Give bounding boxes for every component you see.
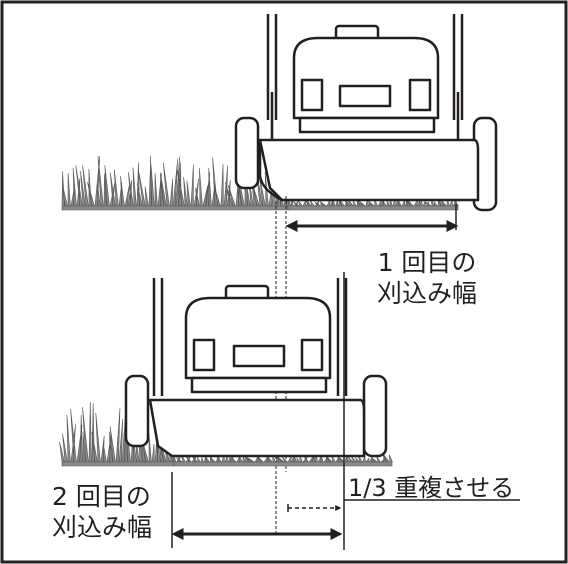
mower-top bbox=[234, 14, 498, 212]
mower-bottom bbox=[124, 278, 388, 458]
cut-grass-top bbox=[287, 196, 459, 211]
cut-grass-bottom bbox=[171, 452, 393, 467]
first-pass-line2: 刈込み幅 bbox=[376, 279, 477, 308]
first-pass-number: 1 bbox=[377, 248, 394, 277]
second-pass-line2: 刈込み幅 bbox=[52, 513, 153, 542]
first-pass-word: 回目の bbox=[401, 248, 477, 277]
first-pass-width-label: 1 回目の 刈込み幅 bbox=[362, 250, 492, 306]
second-pass-width-label: 2 回目の 刈込み幅 bbox=[52, 484, 152, 540]
second-pass-number: 2 bbox=[52, 482, 68, 511]
overlap-fraction: 1/3 bbox=[348, 474, 387, 502]
second-pass-word: 回目の bbox=[75, 482, 151, 511]
overlap-label: 1/3 重複させる bbox=[348, 476, 514, 500]
overlap-text: 重複させる bbox=[394, 474, 515, 502]
